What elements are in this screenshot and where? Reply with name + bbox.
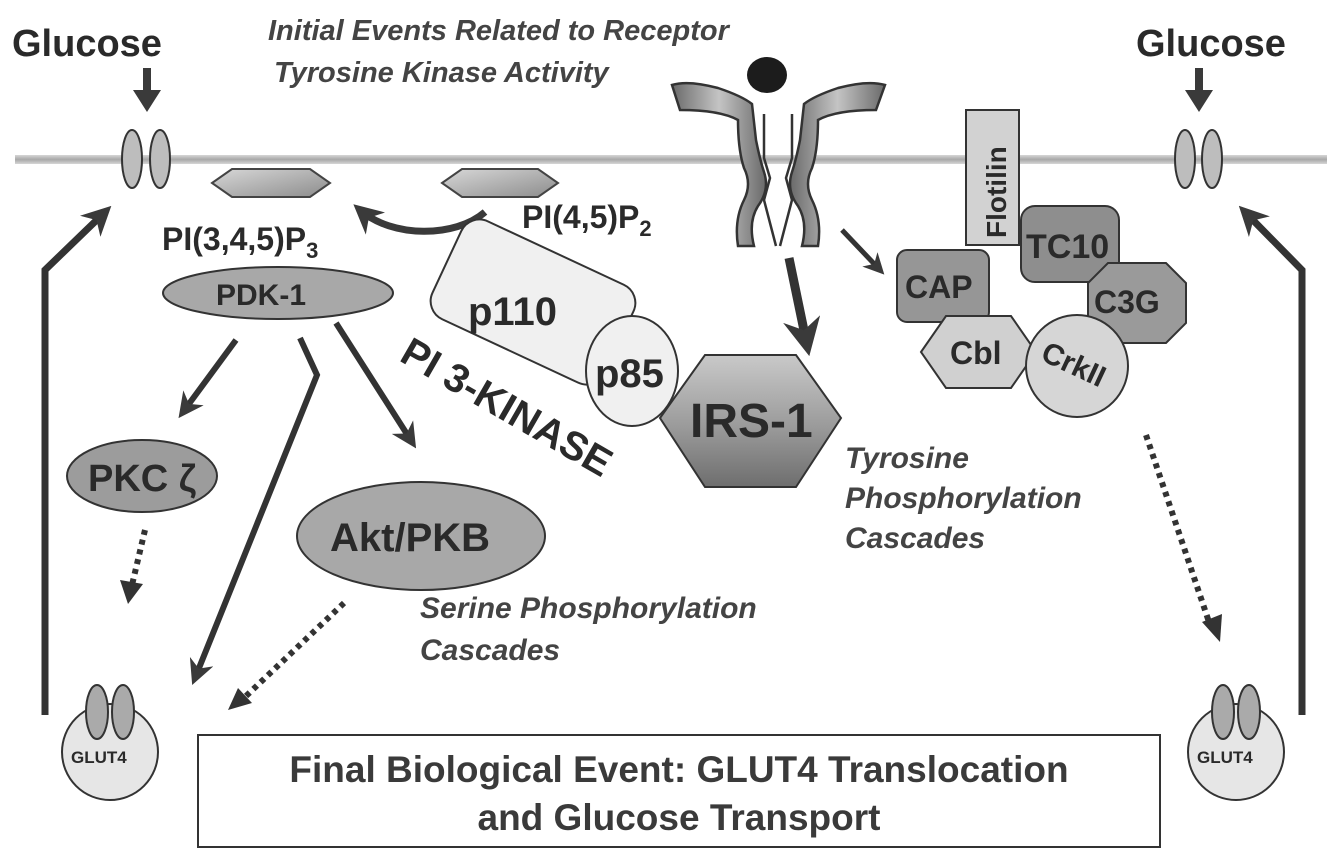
glucose-arrow-left: [133, 68, 161, 112]
pkc-dotted-arrow: [129, 529, 148, 586]
p85-label: p85: [595, 352, 664, 396]
pdk1-label: PDK-1: [216, 279, 306, 312]
glucose-arrow-right: [1185, 68, 1213, 112]
glut4-vesicle-right: GLUT4: [1187, 684, 1285, 801]
left-recycle-arrow: [41, 205, 112, 715]
glucose-transporter-left: [121, 129, 171, 189]
tyrosine-label-line-3: Cascades: [845, 522, 985, 555]
final-event-box: Final Biological Event: GLUT4 Translocat…: [197, 734, 1161, 848]
p85-circle: p85: [585, 315, 679, 427]
p110-box: p110: [429, 218, 637, 386]
c3g-octagon: C3G: [1087, 262, 1187, 344]
glut4-left-label: GLUT4: [71, 748, 127, 767]
glut4-vesicle-left: GLUT4: [61, 684, 159, 801]
pdk1-to-akt-arrow: [333, 321, 417, 449]
irs1-hexagon: IRS-1: [658, 354, 843, 488]
insulin-receptor: [670, 57, 887, 248]
pip2-label: PI(4,5)P2: [522, 199, 652, 241]
cbl-hexagon: Cbl: [919, 315, 1038, 389]
crkii-circle: CrkII: [1025, 314, 1129, 418]
cap-box: CAP: [896, 249, 990, 323]
insulin-ligand: [747, 57, 787, 93]
pdk1-ellipse: PDK-1: [162, 266, 394, 320]
glucose-label-left: Glucose: [12, 23, 162, 65]
p110-label: p110: [468, 290, 557, 334]
final-event-line-1: Final Biological Event: GLUT4 Translocat…: [289, 749, 1068, 790]
tc10-box: TC10: [1020, 205, 1120, 283]
akt-pkb-ellipse: Akt/PKB: [296, 481, 546, 591]
pip3-lipid: [210, 168, 332, 198]
title-line-1: Initial Events Related to Receptor: [268, 15, 731, 47]
tyrosine-dotted-arrowhead: [1202, 614, 1222, 642]
akt-dotted-arrow: [242, 600, 347, 700]
pdk1-to-glut4-arrow: [189, 336, 321, 686]
tyrosine-label-line-2: Phosphorylation: [845, 482, 1082, 515]
cap-label: CAP: [905, 269, 973, 305]
serine-label-line-2: Cascades: [420, 634, 560, 667]
tyrosine-dotted-arrow: [1143, 434, 1213, 626]
tc10-label: TC10: [1026, 228, 1109, 266]
pkc-label: PKC ζ: [88, 458, 196, 500]
cell-membrane: [15, 155, 1327, 164]
irs1-label: IRS-1: [690, 395, 813, 448]
final-event-line-2: and Glucose Transport: [478, 797, 881, 838]
flotilin-label: Flotilin: [981, 146, 1012, 238]
glucose-transporter-right: [1174, 129, 1223, 189]
glut4-right-label: GLUT4: [1197, 748, 1253, 767]
pip2-lipid: [440, 168, 560, 198]
pdk1-to-pkc-arrow: [178, 338, 239, 419]
flotilin-box: Flotilin: [965, 109, 1020, 246]
receptor-to-irs1-arrow: [783, 257, 821, 357]
serine-label-line-1: Serine Phosphorylation: [420, 592, 757, 625]
title-line-2: Tyrosine Kinase Activity: [274, 57, 611, 89]
cbl-label: Cbl: [950, 335, 1002, 371]
pip3-label: PI(3,4,5)P3: [162, 221, 318, 263]
right-recycle-arrow: [1238, 205, 1306, 715]
c3g-label: C3G: [1094, 284, 1160, 320]
pkc-zeta-ellipse: PKC ζ: [66, 439, 218, 513]
akt-label: Akt/PKB: [330, 516, 490, 560]
receptor-to-cap-arrow: [840, 228, 885, 275]
pkc-dotted-arrowhead: [120, 580, 143, 604]
akt-dotted-arrowhead: [228, 688, 252, 710]
tyrosine-label-line-1: Tyrosine: [845, 442, 969, 475]
glucose-label-right: Glucose: [1136, 23, 1286, 65]
